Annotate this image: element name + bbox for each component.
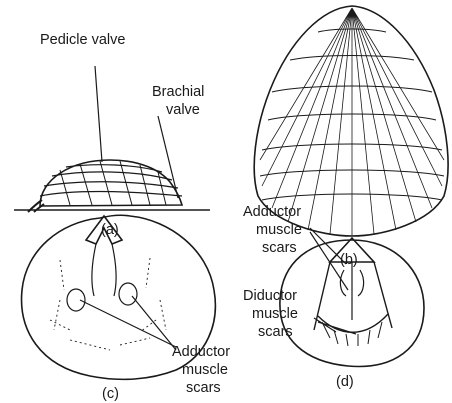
radial-striations bbox=[260, 8, 444, 236]
brachidium bbox=[314, 262, 392, 332]
panel-label-c: (c) bbox=[102, 386, 119, 402]
pedicle-valve-label: Pedicle valve bbox=[40, 32, 125, 48]
diductor-label-line2: muscle bbox=[252, 306, 298, 322]
adductor-d-label-line2: muscle bbox=[256, 222, 302, 238]
pedicle-valve-interior: Adductor muscle scars (c) bbox=[22, 215, 231, 402]
adductor-scar-right bbox=[119, 283, 137, 305]
diductor-label-line3: scars bbox=[258, 324, 293, 340]
adductor-d-label-line3: scars bbox=[262, 240, 297, 256]
adductor-c-leader-2 bbox=[132, 296, 176, 350]
median-septum bbox=[340, 262, 363, 320]
growth-lines bbox=[40, 165, 182, 196]
brachial-valve-label-line1: Brachial bbox=[152, 84, 204, 100]
adductor-c-label-line2: muscle bbox=[182, 362, 228, 378]
adductor-c-label-line1: Adductor bbox=[172, 344, 230, 360]
pedicle-valve-leader bbox=[95, 66, 102, 162]
brachial-valve-interior: Adductor muscle scars Diductor muscle sc… bbox=[243, 204, 424, 390]
adductor-c-label-line3: scars bbox=[186, 380, 221, 396]
diductor-leader-1 bbox=[314, 318, 336, 332]
adductor-scar-left bbox=[67, 289, 85, 311]
panel-label-d: (d) bbox=[336, 374, 354, 390]
adductor-c-leader-1 bbox=[80, 300, 176, 347]
median-ridge bbox=[92, 244, 116, 296]
diductor-label-line1: Diductor bbox=[243, 288, 297, 304]
brachial-valve-label-line2: valve bbox=[166, 102, 200, 118]
diductor-leader-2 bbox=[318, 322, 356, 334]
side-view-shell: Pedicle valve Brachial valve (a) bbox=[14, 32, 210, 238]
adductor-d-label-line1: Adductor bbox=[243, 204, 301, 220]
